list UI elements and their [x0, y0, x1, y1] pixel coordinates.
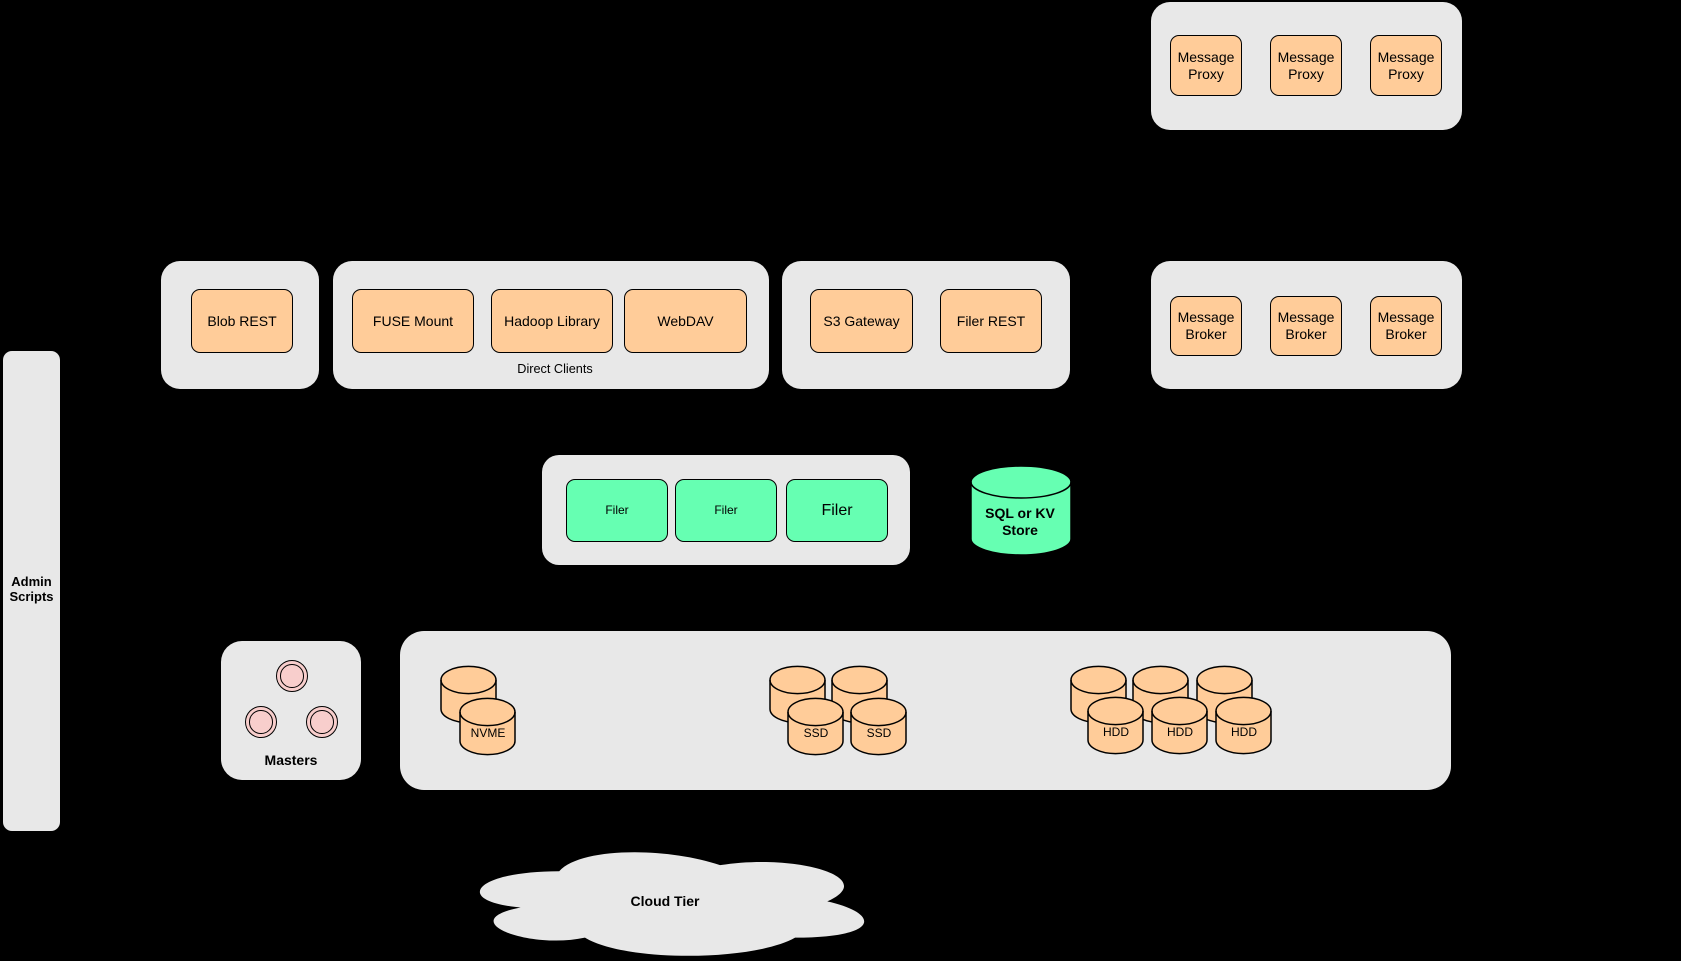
svg-text:NVME: NVME — [471, 726, 506, 740]
svg-text:SSD: SSD — [867, 726, 892, 740]
svg-text:HDD: HDD — [1231, 725, 1257, 739]
svg-text:HDD: HDD — [1167, 725, 1193, 739]
svg-text:SSD: SSD — [804, 726, 829, 740]
svg-text:HDD: HDD — [1103, 725, 1129, 739]
